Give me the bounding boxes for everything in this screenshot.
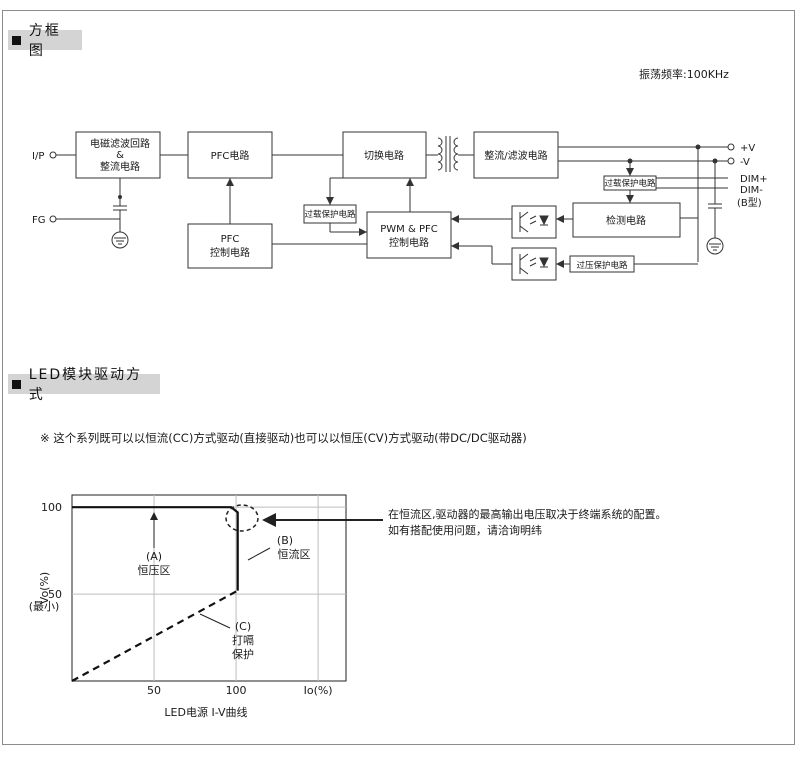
switching-block — [342, 131, 427, 179]
pfc-ctrl-label-2: 控制电路 — [210, 246, 250, 259]
b-text: 恒流区 — [278, 547, 311, 561]
x-tick-label: 100 — [226, 684, 247, 697]
y-tick-label: 50 — [48, 588, 62, 601]
pwm-label-1: PWM & PFC — [380, 224, 437, 235]
pwm-block — [366, 211, 452, 259]
y-tick-label: 100 — [41, 501, 62, 514]
plot-frame — [71, 494, 347, 682]
highlight-circle — [225, 504, 259, 532]
ip-label: I/P — [32, 151, 44, 162]
x-tick-label: 50 — [147, 684, 161, 697]
driving-mode-title: LED模块驱动方式 — [28, 367, 143, 403]
rectify-block — [473, 131, 559, 179]
ocp-label: 过载保护电路 — [304, 209, 356, 220]
pfc-ctrl-block — [187, 223, 273, 269]
emi-label-1: 电磁滤波回路 — [90, 137, 150, 150]
rectify-label: 整流/滤波电路 — [484, 149, 547, 162]
switching-label: 切换电路 — [364, 149, 404, 162]
emi-block — [75, 131, 161, 179]
right-note-1: 在恒流区,驱动器的最高输出电压取决于终端系统的配置。 — [388, 508, 667, 521]
b-pointer — [247, 547, 271, 561]
ocp-block — [303, 204, 357, 224]
fg-label: FG — [32, 215, 46, 226]
output-plus-v: +V — [740, 143, 755, 154]
detect-block — [572, 202, 681, 238]
output-b-type: (B型) — [737, 196, 762, 209]
x-tick-label: Io(%) — [304, 684, 333, 697]
c-text-1: 打嗝 — [232, 633, 254, 647]
ovp-label: 过压保护电路 — [576, 260, 628, 271]
square-bullet-icon — [12, 35, 21, 45]
emi-label-2: & — [116, 150, 124, 161]
block-diagram-title: 方框图 — [28, 23, 61, 59]
y-axis-label: Vo(%) — [38, 572, 51, 604]
driving-mode-note: ※ 这个系列既可以以恒流(CC)方式驱动(直接驱动)也可以以恒压(CV)方式驱动… — [40, 431, 527, 445]
block-diagram-header: 方框图 — [8, 23, 82, 59]
pfc-block — [187, 131, 273, 179]
hiccup-protection-line — [71, 589, 239, 682]
ovp-block — [569, 255, 635, 273]
c-text-2: 保护 — [232, 647, 254, 661]
pfc-ctrl-label-1: PFC — [221, 234, 240, 245]
emi-label-3: 整流电路 — [100, 160, 140, 173]
ocp2-label: 过载保护电路 — [604, 178, 656, 189]
b-label: (B) — [277, 534, 293, 547]
cv-cc-curve — [72, 506, 239, 591]
page-frame — [2, 10, 795, 745]
output-dim-plus: DIM+ — [740, 174, 768, 185]
pwm-label-2: 控制电路 — [389, 236, 429, 249]
driving-mode-header: LED模块驱动方式 — [8, 367, 160, 403]
output-minus-v: -V — [740, 157, 750, 168]
detect-label: 检测电路 — [606, 214, 646, 227]
y-min-label: (最小) — [29, 600, 60, 613]
pfc-label: PFC电路 — [211, 149, 250, 162]
oscillation-frequency: 振荡频率:100KHz — [639, 68, 729, 81]
a-label: (A) — [146, 550, 162, 563]
callout-arrow-head — [262, 513, 276, 527]
right-note-2: 如有搭配使用问题，请洽询明纬 — [388, 524, 542, 537]
c-pointer — [199, 613, 231, 629]
a-text: 恒压区 — [138, 564, 171, 577]
chart-title: LED电源 I-V曲线 — [164, 705, 247, 719]
square-bullet-icon — [12, 379, 21, 389]
c-label: (C) — [235, 620, 251, 633]
output-dim-minus: DIM- — [740, 185, 763, 196]
ocp2-block — [603, 175, 657, 191]
